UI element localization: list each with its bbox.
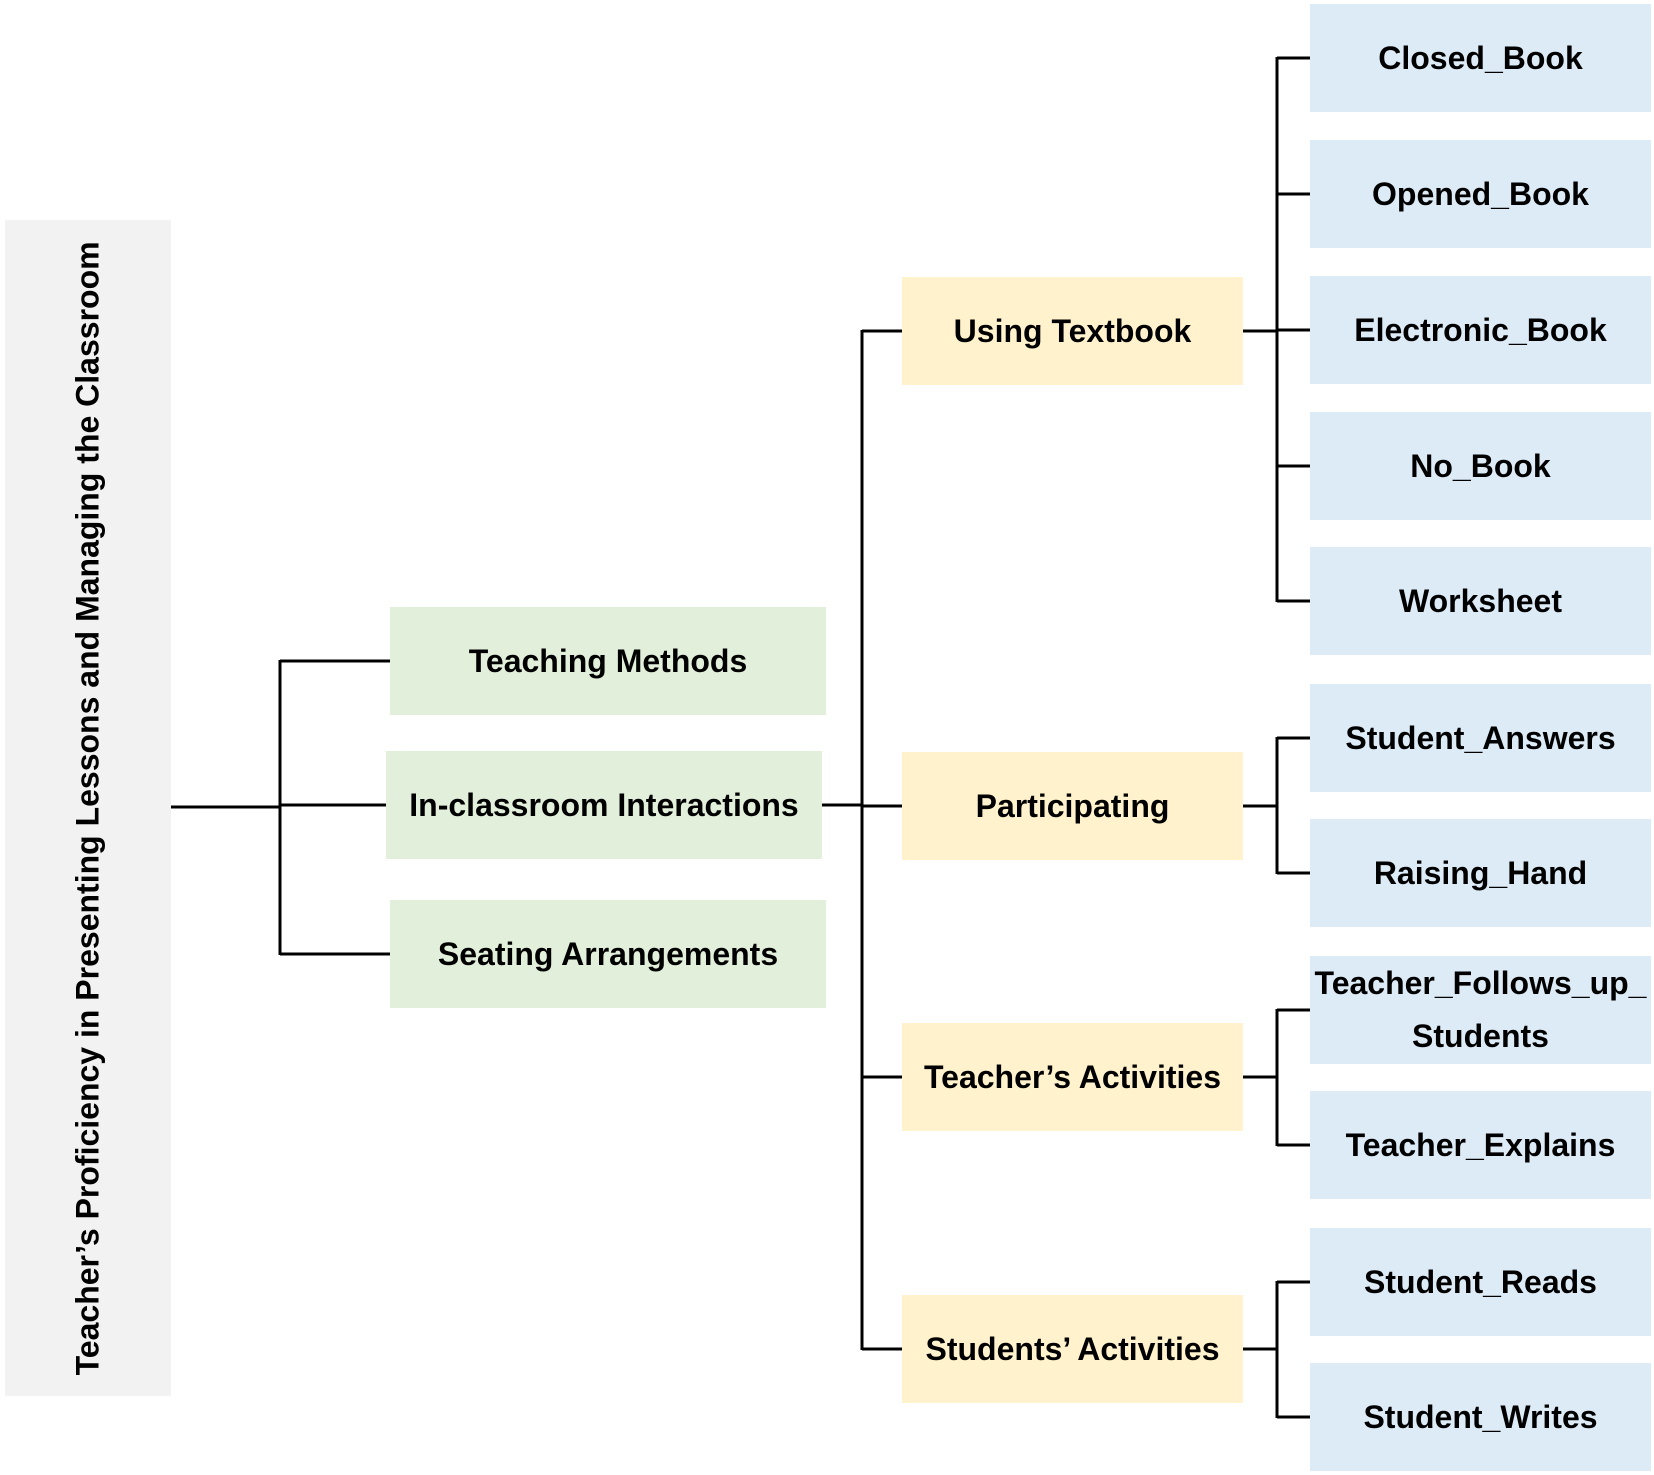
leaf-label: Opened_Book <box>1372 175 1589 212</box>
leaf-label: Worksheet <box>1398 582 1562 619</box>
leaf-label: Closed_Book <box>1378 39 1583 76</box>
root-node: Teacher’s Proficiency in Presenting Less… <box>5 220 171 1396</box>
node-using-textbook: Using Textbook <box>902 277 1243 385</box>
leaf-label: Teacher_Explains <box>1345 1126 1616 1163</box>
leaf-label: Raising_Hand <box>1373 854 1588 891</box>
node-seating-arrangements: Seating Arrangements <box>390 900 826 1008</box>
leaf-opened-book: Opened_Book <box>1310 140 1651 248</box>
node-teaching-methods: Teaching Methods <box>390 607 826 715</box>
node-teachers-activities: Teacher’s Activities <box>902 1023 1243 1131</box>
leaf-label-line2: Students <box>1412 1018 1549 1054</box>
leaf-label: No_Book <box>1410 447 1551 484</box>
leaf-raising-hand: Raising_Hand <box>1310 819 1651 927</box>
leaf-label: Student_Answers <box>1345 719 1616 756</box>
leaf-no-book: No_Book <box>1310 412 1651 520</box>
leaf-label: Electronic_Book <box>1354 311 1607 348</box>
leaf-worksheet: Worksheet <box>1310 547 1651 655</box>
node-in-classroom-interactions: In-classroom Interactions <box>386 751 822 859</box>
leaf-student-reads: Student_Reads <box>1310 1228 1651 1336</box>
leaf-student-writes: Student_Writes <box>1310 1363 1651 1471</box>
node-label: Seating Arrangements <box>437 935 779 972</box>
node-students-activities: Students’ Activities <box>902 1295 1243 1403</box>
node-label: Teacher’s Activities <box>923 1058 1222 1095</box>
root-label: Teacher’s Proficiency in Presenting Less… <box>69 241 106 1375</box>
leaf-teacher-explains: Teacher_Explains <box>1310 1091 1651 1199</box>
node-label: In-classroom Interactions <box>409 786 799 823</box>
leaf-label: Student_Reads <box>1364 1263 1597 1300</box>
leaf-label-line1: Teacher_Follows_up_ <box>1314 965 1647 1002</box>
leaf-label: Student_Writes <box>1363 1398 1598 1435</box>
leaf-teacher-follows-up-students: Teacher_Follows_up_ Students <box>1310 956 1651 1064</box>
node-label: Using Textbook <box>953 312 1192 349</box>
leaf-student-answers: Student_Answers <box>1310 684 1651 792</box>
node-label: Teaching Methods <box>468 642 748 679</box>
node-label: Participating <box>975 787 1170 824</box>
leaf-electronic-book: Electronic_Book <box>1310 276 1651 384</box>
node-participating: Participating <box>902 752 1243 860</box>
leaf-closed-book: Closed_Book <box>1310 4 1651 112</box>
node-label: Students’ Activities <box>925 1330 1220 1367</box>
